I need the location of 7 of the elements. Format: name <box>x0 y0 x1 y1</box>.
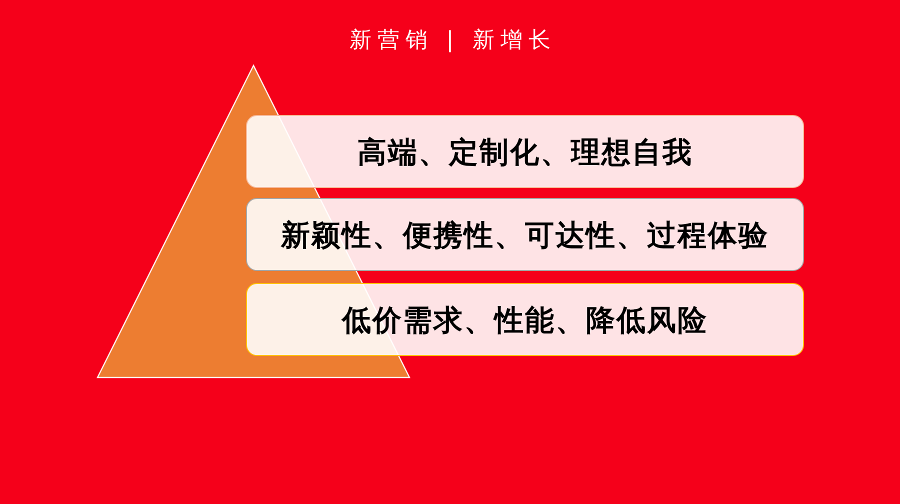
tier-box <box>246 283 804 356</box>
slogan-title: 新营销 | 新增长 <box>348 27 557 55</box>
tier-box <box>246 115 804 188</box>
tier-text: 新颖性、便携性、可达性、过程体验 <box>281 216 769 252</box>
tier-text: 高端、定制化、理想自我 <box>357 134 693 170</box>
tier-text: 低价需求、性能、降低风险 <box>342 302 708 338</box>
tier-box <box>246 198 804 271</box>
